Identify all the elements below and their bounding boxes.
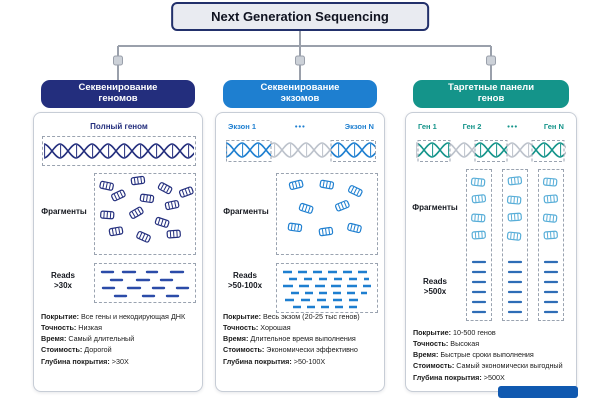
- reads-icon: [100, 270, 190, 298]
- spec-row: Время: Длительное время выполнения: [223, 334, 356, 344]
- exome-fragments-box: [276, 173, 378, 255]
- page-title: Next Generation Sequencing: [171, 2, 429, 31]
- logo-badge: [498, 386, 578, 398]
- spec-row: Точность: Хорошая: [223, 323, 291, 333]
- dna-fragments-icon: [98, 175, 195, 244]
- spec-row: Точность: Высокая: [413, 339, 480, 349]
- reads-label: Reads >30x: [50, 271, 75, 290]
- fragments-label: Фрагменты: [412, 203, 458, 212]
- spec-row: Глубина покрытия: >500X: [413, 372, 505, 382]
- gene-n-label: Ген N: [543, 122, 564, 131]
- dna-helix-icon: [44, 140, 194, 162]
- gene-labels: Ген 1 Ген 2 ••• Ген N: [418, 122, 564, 131]
- gene-2-label: Ген 2: [462, 122, 482, 131]
- fragments-reads-stack-icon: [542, 177, 559, 314]
- exome-specs: Покрытие: Весь экзом (20-25 тыс генов) Т…: [223, 311, 377, 367]
- gene-1-label: Ген 1: [418, 122, 437, 131]
- spec-row: Глубина покрытия: >30X: [41, 356, 129, 366]
- spec-row: Время: Самый длительный: [41, 334, 135, 344]
- spec-row: Глубина покрытия: >50-100X: [223, 356, 326, 366]
- exome-card: Экзон 1 ••• Экзон N: [215, 112, 385, 392]
- reads-label: Reads >50-100x: [227, 271, 263, 290]
- genome-fragments-box: [94, 173, 196, 255]
- dna-strand-exons-icon: [226, 140, 376, 162]
- genome-specs: Покрытие: Все гены и некодирующая ДНК То…: [41, 311, 195, 367]
- fragments-reads-stack-icon: [470, 177, 487, 314]
- fragments-reads-stack-icon: [506, 176, 523, 314]
- spec-row: Покрытие: Весь экзом (20-25 тыс генов): [223, 312, 360, 321]
- header-genome-sequencing: Секвенирование геномов: [41, 80, 195, 108]
- panel-dna-strand: [414, 136, 568, 166]
- spec-row: Покрытие: 10-500 генов: [413, 328, 496, 337]
- spec-row: Стоимость: Экономически эффективно: [223, 345, 358, 355]
- exome-reads-box: [276, 263, 378, 313]
- full-genome-label: Полный геном: [90, 122, 148, 131]
- genome-dna-box: [42, 136, 196, 166]
- ellipsis-dots: •••: [507, 122, 519, 131]
- fragments-label: Фрагменты: [223, 207, 269, 216]
- exome-dna-strand: [224, 136, 378, 166]
- genome-card: Полный геном Фрагменты: [33, 112, 203, 392]
- header-exome-sequencing: Секвенирование экзомов: [223, 80, 377, 108]
- panel-column-box: [466, 169, 492, 321]
- panel-specs: Покрытие: 10-500 генов Точность: Высокая…: [413, 327, 569, 383]
- spec-row: Стоимость: Дорогой: [41, 345, 112, 355]
- exon-labels: Экзон 1 ••• Экзон N: [228, 122, 374, 131]
- reads-pileup-icon: [283, 270, 371, 309]
- spec-row: Время: Быстрые сроки выполнения: [413, 350, 534, 360]
- fragments-label: Фрагменты: [41, 207, 87, 216]
- reads-label: Reads >500x: [422, 277, 447, 296]
- panel-column-box: [538, 169, 564, 321]
- ellipsis-dots: •••: [294, 122, 306, 131]
- panel-card: Ген 1 Ген 2 ••• Ген N: [405, 112, 577, 392]
- spec-row: Точность: Низкая: [41, 323, 102, 333]
- dna-strand-genes-icon: [416, 140, 566, 162]
- spec-row: Стоимость: Самый экономически выгодный: [413, 361, 563, 371]
- dna-fragments-icon: [287, 179, 364, 237]
- exon-1-label: Экзон 1: [228, 122, 256, 131]
- header-targeted-panels: Таргетные панели генов: [413, 80, 569, 108]
- panel-column-box: [502, 169, 528, 321]
- genome-reads-box: [94, 263, 196, 303]
- spec-row: Покрытие: Все гены и некодирующая ДНК: [41, 312, 186, 321]
- exon-n-label: Экзон N: [344, 122, 374, 131]
